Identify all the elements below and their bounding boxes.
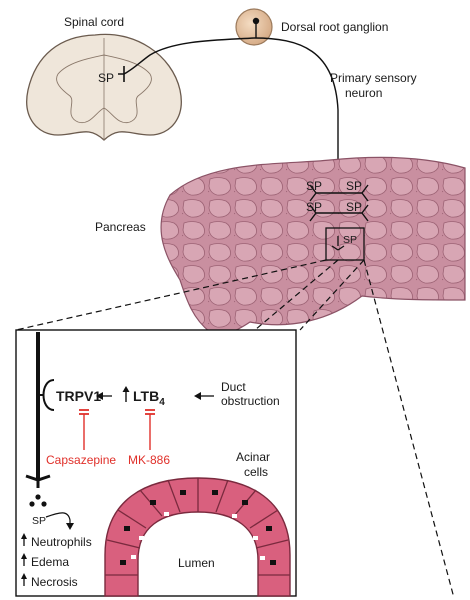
- spinal-cord-label: Spinal cord: [64, 15, 124, 29]
- sp-label-pancreas-4: SP: [346, 200, 362, 214]
- duct-obstruction-label-2: obstruction: [221, 394, 280, 408]
- zoom-region: [325, 227, 365, 261]
- sp-effect-arrow: [45, 512, 71, 527]
- primary-sensory-neuron-axon: [253, 37, 339, 240]
- primary-sensory-neuron-label-2: neuron: [345, 86, 382, 100]
- necrosis-label: Necrosis: [31, 575, 78, 589]
- dorsal-root-ganglion-label: Dorsal root ganglion: [281, 20, 388, 34]
- sp-label-pancreas-1: SP: [306, 179, 322, 193]
- primary-sensory-neuron-label-1: Primary sensory: [330, 71, 417, 85]
- sp-label-inset: SP: [32, 515, 46, 527]
- edema-label: Edema: [31, 555, 69, 569]
- nerve-terminal: [25, 474, 51, 488]
- sp-label-pancreas-2: SP: [346, 179, 362, 193]
- central-terminal: [118, 66, 125, 82]
- effect-arrows: [21, 533, 27, 586]
- acinar-cells-label-2: cells: [244, 465, 268, 479]
- inset-panel: [15, 329, 297, 597]
- pancreas-sp-terminals: [309, 184, 369, 222]
- trpv1-label: TRPV1: [56, 388, 101, 404]
- pancreas-label: Pancreas: [95, 220, 146, 234]
- mk886-label: MK-886: [128, 453, 170, 467]
- mk886-inhibitor: [145, 409, 155, 450]
- duct-obstruction-label-1: Duct: [221, 380, 246, 394]
- dorsal-root-ganglion: [235, 8, 273, 46]
- capsazepine-label: Capsazepine: [46, 453, 116, 467]
- acinar-cells-label-1: Acinar: [236, 450, 270, 464]
- sp-label-pancreas-3: SP: [306, 200, 322, 214]
- pancreas: [160, 156, 466, 335]
- sp-label-zoom: SP: [343, 234, 357, 246]
- sp-vesicles: [29, 494, 47, 507]
- capsazepine-inhibitor: [79, 409, 89, 450]
- acinus: [104, 477, 291, 597]
- central-axon: [123, 37, 255, 75]
- trpv1-receptor: [38, 379, 55, 411]
- neutrophils-label: Neutrophils: [31, 535, 92, 549]
- ltb4-label: LTB4: [133, 388, 165, 408]
- lumen-label: Lumen: [178, 556, 215, 570]
- sp-label-spinal: SP: [98, 71, 114, 85]
